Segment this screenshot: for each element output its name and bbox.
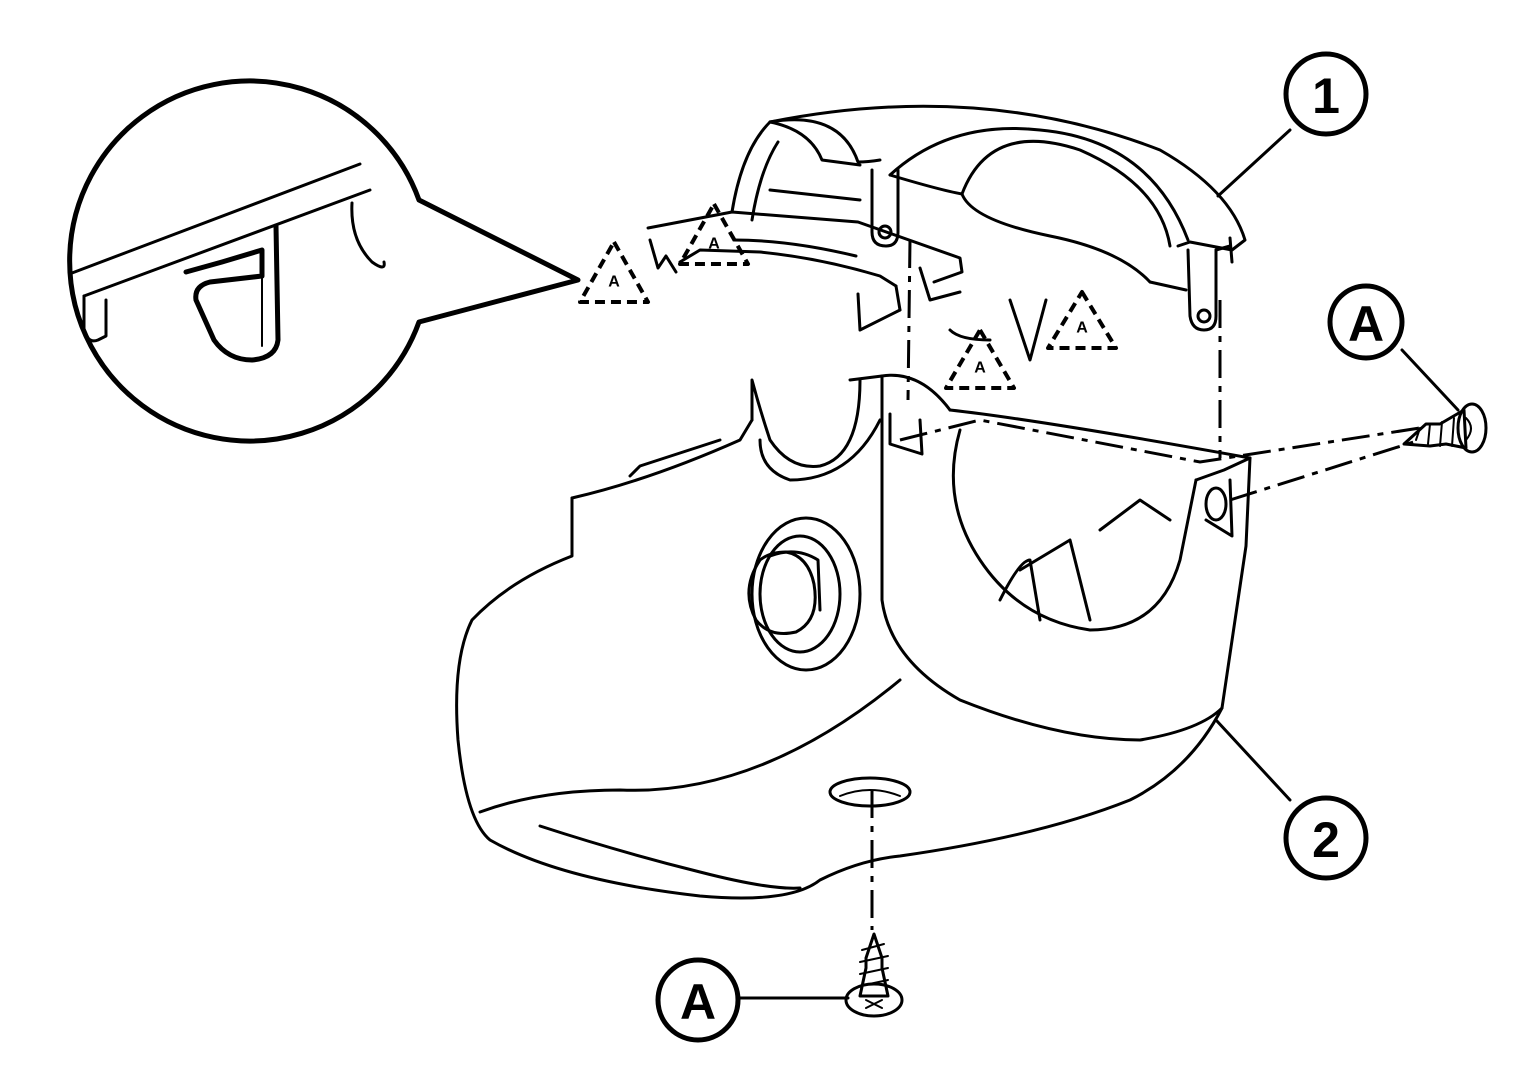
svg-text:A: A bbox=[1348, 296, 1384, 352]
screw-right bbox=[1402, 402, 1488, 454]
svg-text:2: 2 bbox=[1312, 812, 1340, 868]
callout-part-2: 2 bbox=[1283, 795, 1369, 881]
callout-part-1: 1 bbox=[1283, 51, 1369, 137]
svg-text:A: A bbox=[1076, 320, 1088, 337]
clip-marker: A bbox=[944, 328, 1016, 390]
leader-lines bbox=[738, 128, 1460, 1000]
clip-marker: A bbox=[578, 240, 650, 304]
clip-markers: A A A A bbox=[578, 202, 1118, 390]
svg-text:A: A bbox=[708, 236, 720, 253]
clip-marker: A bbox=[1046, 290, 1118, 350]
clip-marker: A bbox=[678, 202, 750, 266]
callout-screw-a-right: A bbox=[1327, 283, 1405, 361]
svg-text:1: 1 bbox=[1312, 68, 1340, 124]
assembly-guide-lines bbox=[870, 239, 1421, 930]
svg-text:A: A bbox=[974, 360, 986, 377]
svg-text:A: A bbox=[608, 274, 620, 291]
screw-bottom bbox=[844, 932, 904, 1018]
lower-column-cover bbox=[455, 373, 1252, 900]
upper-column-cover bbox=[646, 104, 1247, 362]
svg-text:A: A bbox=[680, 974, 716, 1030]
clip-detail-magnifier bbox=[67, 78, 581, 444]
callout-screw-a-bottom: A bbox=[655, 957, 741, 1043]
